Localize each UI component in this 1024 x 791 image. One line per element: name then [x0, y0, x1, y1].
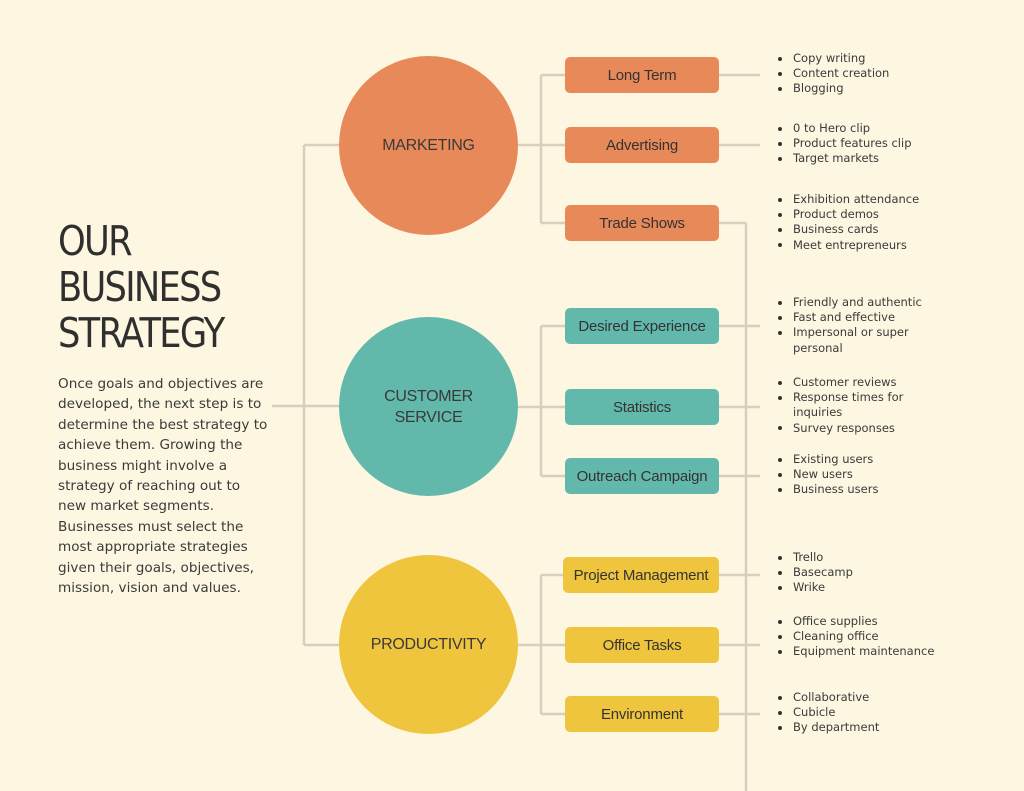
item-label: Project Management	[573, 566, 709, 584]
item-box-office-tasks: Office Tasks	[565, 627, 719, 663]
item-box-trade-shows: Trade Shows	[565, 205, 719, 241]
list-item: Blogging	[776, 81, 946, 96]
list-item: Business users	[776, 482, 946, 497]
item-label: Long Term	[607, 66, 677, 84]
list-item: Cleaning office	[776, 629, 946, 644]
list-item: Fast and effective	[776, 310, 946, 325]
item-box-environment: Environment	[565, 696, 719, 732]
list-item: Response times for inquiries	[776, 390, 923, 420]
item-label: Outreach Campaign	[576, 467, 708, 485]
bullet-list-advertising: 0 to Hero clip Product features clip Tar…	[776, 121, 946, 167]
list-item: Existing users	[776, 452, 946, 467]
item-box-advertising: Advertising	[565, 127, 719, 163]
category-circle-marketing: MARKETING	[339, 56, 518, 235]
list-item: Wrike	[776, 580, 946, 595]
bullet-list-trade-shows: Exhibition attendance Product demos Busi…	[776, 192, 946, 253]
list-item: Business cards	[776, 222, 946, 237]
item-label: Advertising	[605, 136, 678, 154]
item-label: Desired Experience	[578, 317, 706, 335]
bullet-list-outreach-campaign: Existing users New users Business users	[776, 452, 946, 498]
item-label: Environment	[600, 705, 683, 723]
item-box-project-management: Project Management	[563, 557, 719, 593]
list-item: Target markets	[776, 151, 946, 166]
title-line: STRATEGY	[58, 309, 225, 357]
category-label: MARKETING	[382, 137, 475, 154]
list-item: Office supplies	[776, 614, 946, 629]
list-item: Cubicle	[776, 705, 946, 720]
title-line: BUSINESS	[58, 263, 222, 311]
page-title: OUR BUSINESS STRATEGY	[58, 217, 225, 357]
list-item: New users	[776, 467, 946, 482]
list-item: Collaborative	[776, 690, 946, 705]
title-line: OUR	[58, 217, 133, 265]
category-label: CUSTOMER	[384, 387, 473, 405]
item-label: Office Tasks	[602, 636, 682, 654]
list-item: Customer reviews	[776, 375, 946, 390]
item-box-outreach-campaign: Outreach Campaign	[565, 458, 719, 494]
bullet-list-desired-experience: Friendly and authentic Fast and effectiv…	[776, 295, 946, 356]
list-item: Basecamp	[776, 565, 946, 580]
item-box-long-term: Long Term	[565, 57, 719, 93]
bullet-list-long-term: Copy writing Content creation Blogging	[776, 51, 946, 97]
description-text: Once goals and objectives are developed,…	[58, 376, 268, 597]
category-label: PRODUCTIVITY	[370, 636, 487, 653]
category-circle-customer-service: CUSTOMER SERVICE	[339, 317, 518, 496]
category-circle-productivity: PRODUCTIVITY	[339, 555, 518, 734]
list-item: Meet entrepreneurs	[776, 238, 946, 253]
list-item: Equipment maintenance	[776, 644, 946, 659]
list-item: Trello	[776, 550, 946, 565]
list-item: Impersonal or super personal	[776, 325, 923, 355]
list-item: Content creation	[776, 66, 946, 81]
list-item: 0 to Hero clip	[776, 121, 946, 136]
item-box-desired-experience: Desired Experience	[565, 308, 719, 344]
list-item: Product features clip	[776, 136, 946, 151]
list-item: Exhibition attendance	[776, 192, 946, 207]
category-label: SERVICE	[394, 408, 463, 426]
list-item: Product demos	[776, 207, 946, 222]
list-item: Friendly and authentic	[776, 295, 946, 310]
item-label: Statistics	[612, 398, 671, 416]
bullet-list-environment: Collaborative Cubicle By department	[776, 690, 946, 736]
list-item: By department	[776, 720, 946, 735]
list-item: Copy writing	[776, 51, 946, 66]
bullet-list-project-management: Trello Basecamp Wrike	[776, 550, 946, 596]
bullet-list-office-tasks: Office supplies Cleaning office Equipmen…	[776, 614, 946, 660]
bullet-list-statistics: Customer reviews Response times for inqu…	[776, 375, 946, 436]
list-item: Survey responses	[776, 421, 946, 436]
item-box-statistics: Statistics	[565, 389, 719, 425]
item-label: Trade Shows	[599, 214, 685, 232]
